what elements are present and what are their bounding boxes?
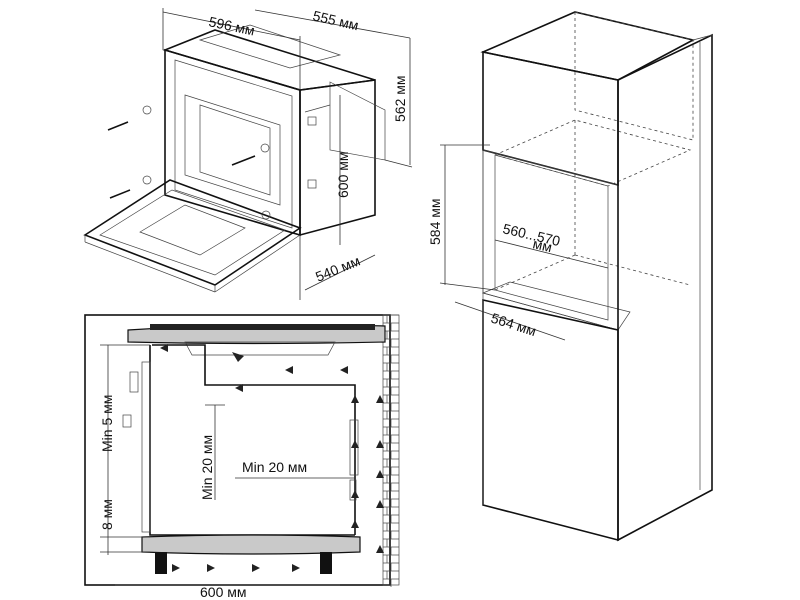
- niche-height-label: 584 мм: [427, 199, 443, 246]
- niche-width-unit: мм: [531, 235, 553, 255]
- niche-depth-label: 564 мм: [489, 310, 538, 340]
- width-label: 600 мм: [200, 584, 247, 600]
- clearance-side-label: Min 5 мм: [99, 395, 115, 452]
- cabinet-isometric: [439, 11, 713, 542]
- oven-depth-label: 555 мм: [311, 7, 360, 33]
- airflow-arrows: [160, 344, 384, 572]
- clearance-rear-label: Min 20 мм: [242, 459, 307, 475]
- niche-width-label: 560...570: [501, 220, 562, 249]
- bottom-gap-label: 8 мм: [99, 499, 115, 530]
- oven-height-label: 562 мм: [392, 76, 408, 123]
- oven-isometric: [83, 8, 413, 300]
- installation-section: [84, 314, 400, 587]
- clearance-back-label: Min 20 мм: [199, 435, 215, 500]
- oven-inner-depth-label: 540 мм: [313, 253, 362, 285]
- oven-front-height-label: 600 мм: [335, 152, 351, 199]
- screw-icon: [107, 105, 271, 220]
